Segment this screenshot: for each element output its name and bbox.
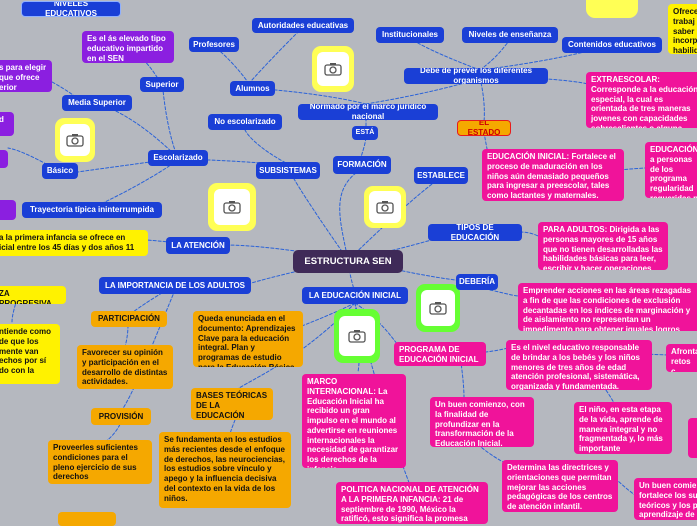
camera-icon: [324, 63, 342, 76]
connector: [124, 324, 129, 348]
fundamenta-node[interactable]: Se fundamenta en los estudios más recien…: [159, 432, 291, 508]
left-top-node[interactable]: s para elegir que ofrece erior: [0, 60, 52, 92]
marco-internacional-node[interactable]: MARCO INTERNACIONAL: La Educación Inicia…: [302, 374, 406, 468]
educacion-right-node[interactable]: EDUCACIÓN a personas de los programa reg…: [645, 142, 697, 198]
atencion-node[interactable]: LA ATENCIÓN: [166, 237, 230, 254]
participacion-node[interactable]: PARTICIPACIÓN: [91, 311, 167, 327]
normado-node[interactable]: Normado por el marco jurídico nacional: [298, 104, 438, 120]
image-placeholder[interactable]: [364, 186, 406, 228]
alumnos-node[interactable]: Alumnos: [230, 81, 275, 96]
institucionales-node[interactable]: Institucionales: [376, 27, 444, 43]
programa-node[interactable]: PROGRAMA DE EDUCACIÓN INICIAL: [394, 342, 486, 366]
emprender-node[interactable]: Emprender acciones en las áreas rezagada…: [518, 283, 697, 331]
proveerles-node[interactable]: Proveerles suficientes condiciones para …: [48, 440, 152, 484]
camera-icon: [223, 201, 241, 214]
connector: [519, 231, 539, 237]
trayectoria-node[interactable]: Trayectoria típica ininterrumpida: [22, 202, 162, 218]
si-es-node[interactable]: Es el ás elevado tipo educativo impartid…: [82, 31, 174, 63]
basico-node[interactable]: Básico: [42, 163, 78, 179]
adultos-node[interactable]: PARA ADULTOS: Dirigida a las personas ma…: [538, 222, 668, 270]
establece-node[interactable]: ESTABLECE: [414, 167, 468, 184]
debe-prever-node[interactable]: Debe de prever los diferentes organismos: [404, 68, 548, 84]
connector: [339, 169, 361, 261]
bottom-left-node[interactable]: [58, 512, 116, 526]
connector: [251, 29, 301, 81]
contenidos-node[interactable]: Contenidos educativos: [562, 37, 662, 53]
buen-comienzo-node[interactable]: Un buen comienzo, con la finalidad de pr…: [430, 397, 534, 447]
right-edge-node[interactable]: [688, 418, 697, 458]
entiende-node[interactable]: ntiende como de que los mente van echos …: [0, 324, 60, 384]
educacion-inicial-def-node[interactable]: EDUCACIÓN INICIAL: Fortalece el proceso …: [482, 149, 624, 201]
connector: [489, 289, 519, 297]
importancia-node[interactable]: LA IMPORTANCIA DE LOS ADULTOS: [99, 277, 251, 294]
camera-icon: [429, 302, 447, 315]
top-right-node[interactable]: Ofrece trabaj saber incorp habilid: [668, 4, 697, 54]
primera-infancia-node[interactable]: a la primera infancia se ofrece en icial…: [0, 230, 148, 256]
image-placeholder[interactable]: [586, 0, 638, 18]
nivel-responsable-node[interactable]: Es el nivel educativo responsable de bri…: [506, 340, 652, 390]
provision-node[interactable]: PROVISIÓN: [91, 408, 151, 425]
media-superior-node[interactable]: Media Superior: [62, 95, 132, 111]
favorecer-node[interactable]: Favorecer su opinión y participación en …: [77, 345, 173, 389]
queda-enunciada-node[interactable]: Queda enunciada en el documento: Aprendi…: [193, 311, 303, 367]
left-mid2-node[interactable]: [0, 150, 8, 168]
connector: [271, 302, 356, 339]
politica-nacional-node[interactable]: POLITICA NACIONAL DE ATENCIÓN A LA PRIME…: [336, 482, 488, 524]
tipos-educacion-node[interactable]: TIPOS DE EDUCACIÓN: [428, 224, 522, 241]
camera-icon: [348, 330, 366, 343]
image-placeholder[interactable]: [208, 183, 256, 231]
connector: [365, 77, 481, 105]
determina-node[interactable]: Determina las directrices y orientacione…: [502, 460, 618, 512]
image-placeholder[interactable]: [416, 284, 460, 332]
superior-node[interactable]: Superior: [140, 77, 184, 92]
camera-icon: [66, 134, 84, 147]
root-node[interactable]: ESTRUCTURA SEN: [293, 250, 403, 273]
image-placeholder[interactable]: [55, 118, 95, 162]
connector: [459, 354, 465, 399]
connector: [289, 171, 349, 261]
buen-comienzo2-node[interactable]: Un buen comie fortalece los su teóricos …: [634, 478, 697, 520]
afronta-node[interactable]: Afronta retos c: [666, 344, 697, 372]
educacion-inicial-node[interactable]: LA EDUCACIÓN INICIAL: [302, 287, 408, 304]
el-estado-node[interactable]: EL ESTADO: [457, 120, 511, 136]
niveles-educativos-node[interactable]: NIVELES EDUCATIVOS: [21, 1, 121, 17]
profesores-node[interactable]: Profesores: [189, 37, 239, 52]
connector: [479, 77, 485, 123]
autoridades-node[interactable]: Autoridades educativas: [252, 18, 354, 33]
nino-node[interactable]: El niño, en esta etapa de la vida, apren…: [574, 402, 672, 454]
connector: [162, 89, 179, 159]
connector: [91, 159, 179, 209]
esta-node[interactable]: ESTÁ: [352, 126, 378, 140]
niveles-ensenanza-node[interactable]: Niveles de enseñanza: [462, 27, 558, 43]
extraescolar-node[interactable]: EXTRAESCOLAR: Corresponde a la educación…: [586, 72, 697, 128]
left-mid-node[interactable]: d: [0, 112, 14, 136]
formacion-node[interactable]: FORMACIÓN: [333, 156, 391, 174]
escolarizado-node[interactable]: Escolarizado: [148, 150, 208, 166]
image-placeholder[interactable]: [312, 46, 354, 92]
subsistemas-node[interactable]: SUBSISTEMAS: [256, 162, 320, 179]
camera-icon: [376, 201, 394, 214]
image-placeholder[interactable]: [334, 309, 380, 363]
connector: [347, 177, 441, 261]
left-low-node[interactable]: [0, 200, 16, 220]
connector: [479, 39, 511, 71]
connector: [11, 289, 21, 323]
no-escolarizado-node[interactable]: No escolarizado: [208, 114, 282, 130]
connector: [243, 124, 291, 166]
deberia-node[interactable]: DEBERÍA: [456, 274, 498, 290]
progresiva-node[interactable]: ZA PROGRESIVA: [0, 286, 66, 304]
bases-teoricas-node[interactable]: BASES TEÓRICAS DE LA EDUCACIÓN INICIAL: [191, 388, 273, 420]
